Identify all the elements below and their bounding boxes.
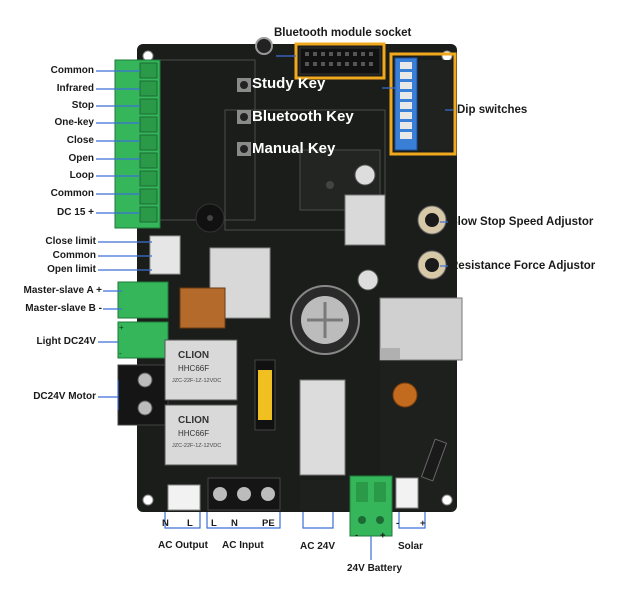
label-dip-switches: Dip switches bbox=[457, 104, 528, 116]
pin-solar-minus: - bbox=[396, 518, 400, 529]
relay-2-brand: CLION bbox=[178, 415, 209, 426]
relay-1-spec: JZC-22F-1Z-12VDC bbox=[172, 378, 221, 384]
diode bbox=[420, 438, 448, 482]
label-resistance: Resistance Force Adjustor bbox=[450, 260, 596, 272]
label-infrared: Infrared bbox=[56, 83, 94, 94]
relay-2-model: HHC66F bbox=[178, 429, 209, 438]
label-24v-battery: 24V Battery bbox=[347, 563, 403, 574]
relay-1 bbox=[164, 339, 238, 401]
label-master-slave-b: Master-slave B - bbox=[25, 303, 102, 314]
slow-stop-pot-heatsink bbox=[344, 194, 386, 246]
light-minus-mark: - bbox=[119, 349, 122, 358]
label-close-limit: Close limit bbox=[45, 236, 96, 247]
label-ac-input: AC Input bbox=[222, 540, 264, 551]
label-ac24v: AC 24V bbox=[300, 541, 336, 552]
label-manual-key: Manual Key bbox=[252, 140, 336, 157]
input-terminal-screws bbox=[139, 62, 158, 223]
label-motor: DC24V Motor bbox=[33, 391, 96, 402]
label-dc15: DC 15 + bbox=[57, 207, 94, 218]
heatsink-left bbox=[209, 247, 271, 319]
relay-2 bbox=[164, 404, 238, 466]
label-common-2: Common bbox=[50, 188, 94, 199]
label-bluetooth-key: Bluetooth Key bbox=[252, 108, 354, 125]
relay-2-spec: JZC-22F-1Z-12VDC bbox=[172, 443, 221, 449]
label-open-limit: Open limit bbox=[47, 264, 96, 275]
label-study-key: Study Key bbox=[252, 75, 326, 92]
pin-battery-plus: + bbox=[380, 530, 386, 541]
light-terminal bbox=[117, 321, 169, 359]
label-open: Open bbox=[68, 153, 94, 164]
pin-ac-in-pe: PE bbox=[262, 518, 275, 529]
label-solar: Solar bbox=[398, 541, 424, 552]
board-buttons bbox=[237, 78, 251, 156]
label-close: Close bbox=[66, 135, 94, 146]
bluetooth-socket-highlight bbox=[294, 42, 386, 80]
pin-solar-plus: + bbox=[420, 518, 426, 529]
pin-battery-minus: - bbox=[355, 530, 359, 541]
transformer-brown bbox=[179, 287, 226, 329]
limit-connector bbox=[149, 235, 181, 275]
pin-ac-in-n: N bbox=[231, 518, 238, 529]
label-stop: Stop bbox=[71, 100, 94, 111]
pin-ac-out-n: N bbox=[162, 518, 169, 529]
label-limit-common: Common bbox=[52, 250, 96, 261]
label-one-key: One-key bbox=[54, 117, 94, 128]
label-bluetooth-socket: Bluetooth module socket bbox=[274, 27, 412, 39]
light-plus-mark: + bbox=[119, 323, 124, 332]
pin-ac-in-l: L bbox=[211, 518, 217, 529]
pin-ac-out-l: L bbox=[187, 518, 193, 529]
label-common-1: Common bbox=[50, 65, 94, 76]
bluetooth-socket bbox=[299, 47, 381, 75]
relay-1-brand: CLION bbox=[178, 350, 209, 361]
ac-output-connector bbox=[167, 484, 201, 511]
label-master-slave-a: Master-slave A + bbox=[23, 285, 102, 296]
inductor bbox=[392, 382, 418, 408]
callout-lines bbox=[96, 70, 454, 560]
label-loop: Loop bbox=[69, 170, 94, 181]
solar-connector bbox=[395, 477, 419, 509]
master-slave-terminal bbox=[117, 281, 169, 319]
label-slow-stop: Slow Stop Speed Adjustor bbox=[450, 216, 594, 228]
label-ac-output: AC Output bbox=[158, 540, 208, 551]
label-light: Light DC24V bbox=[36, 336, 96, 347]
heatsink-bottom bbox=[299, 379, 346, 476]
relay-1-model: HHC66F bbox=[178, 364, 209, 373]
dip-switch-highlight bbox=[389, 52, 457, 156]
